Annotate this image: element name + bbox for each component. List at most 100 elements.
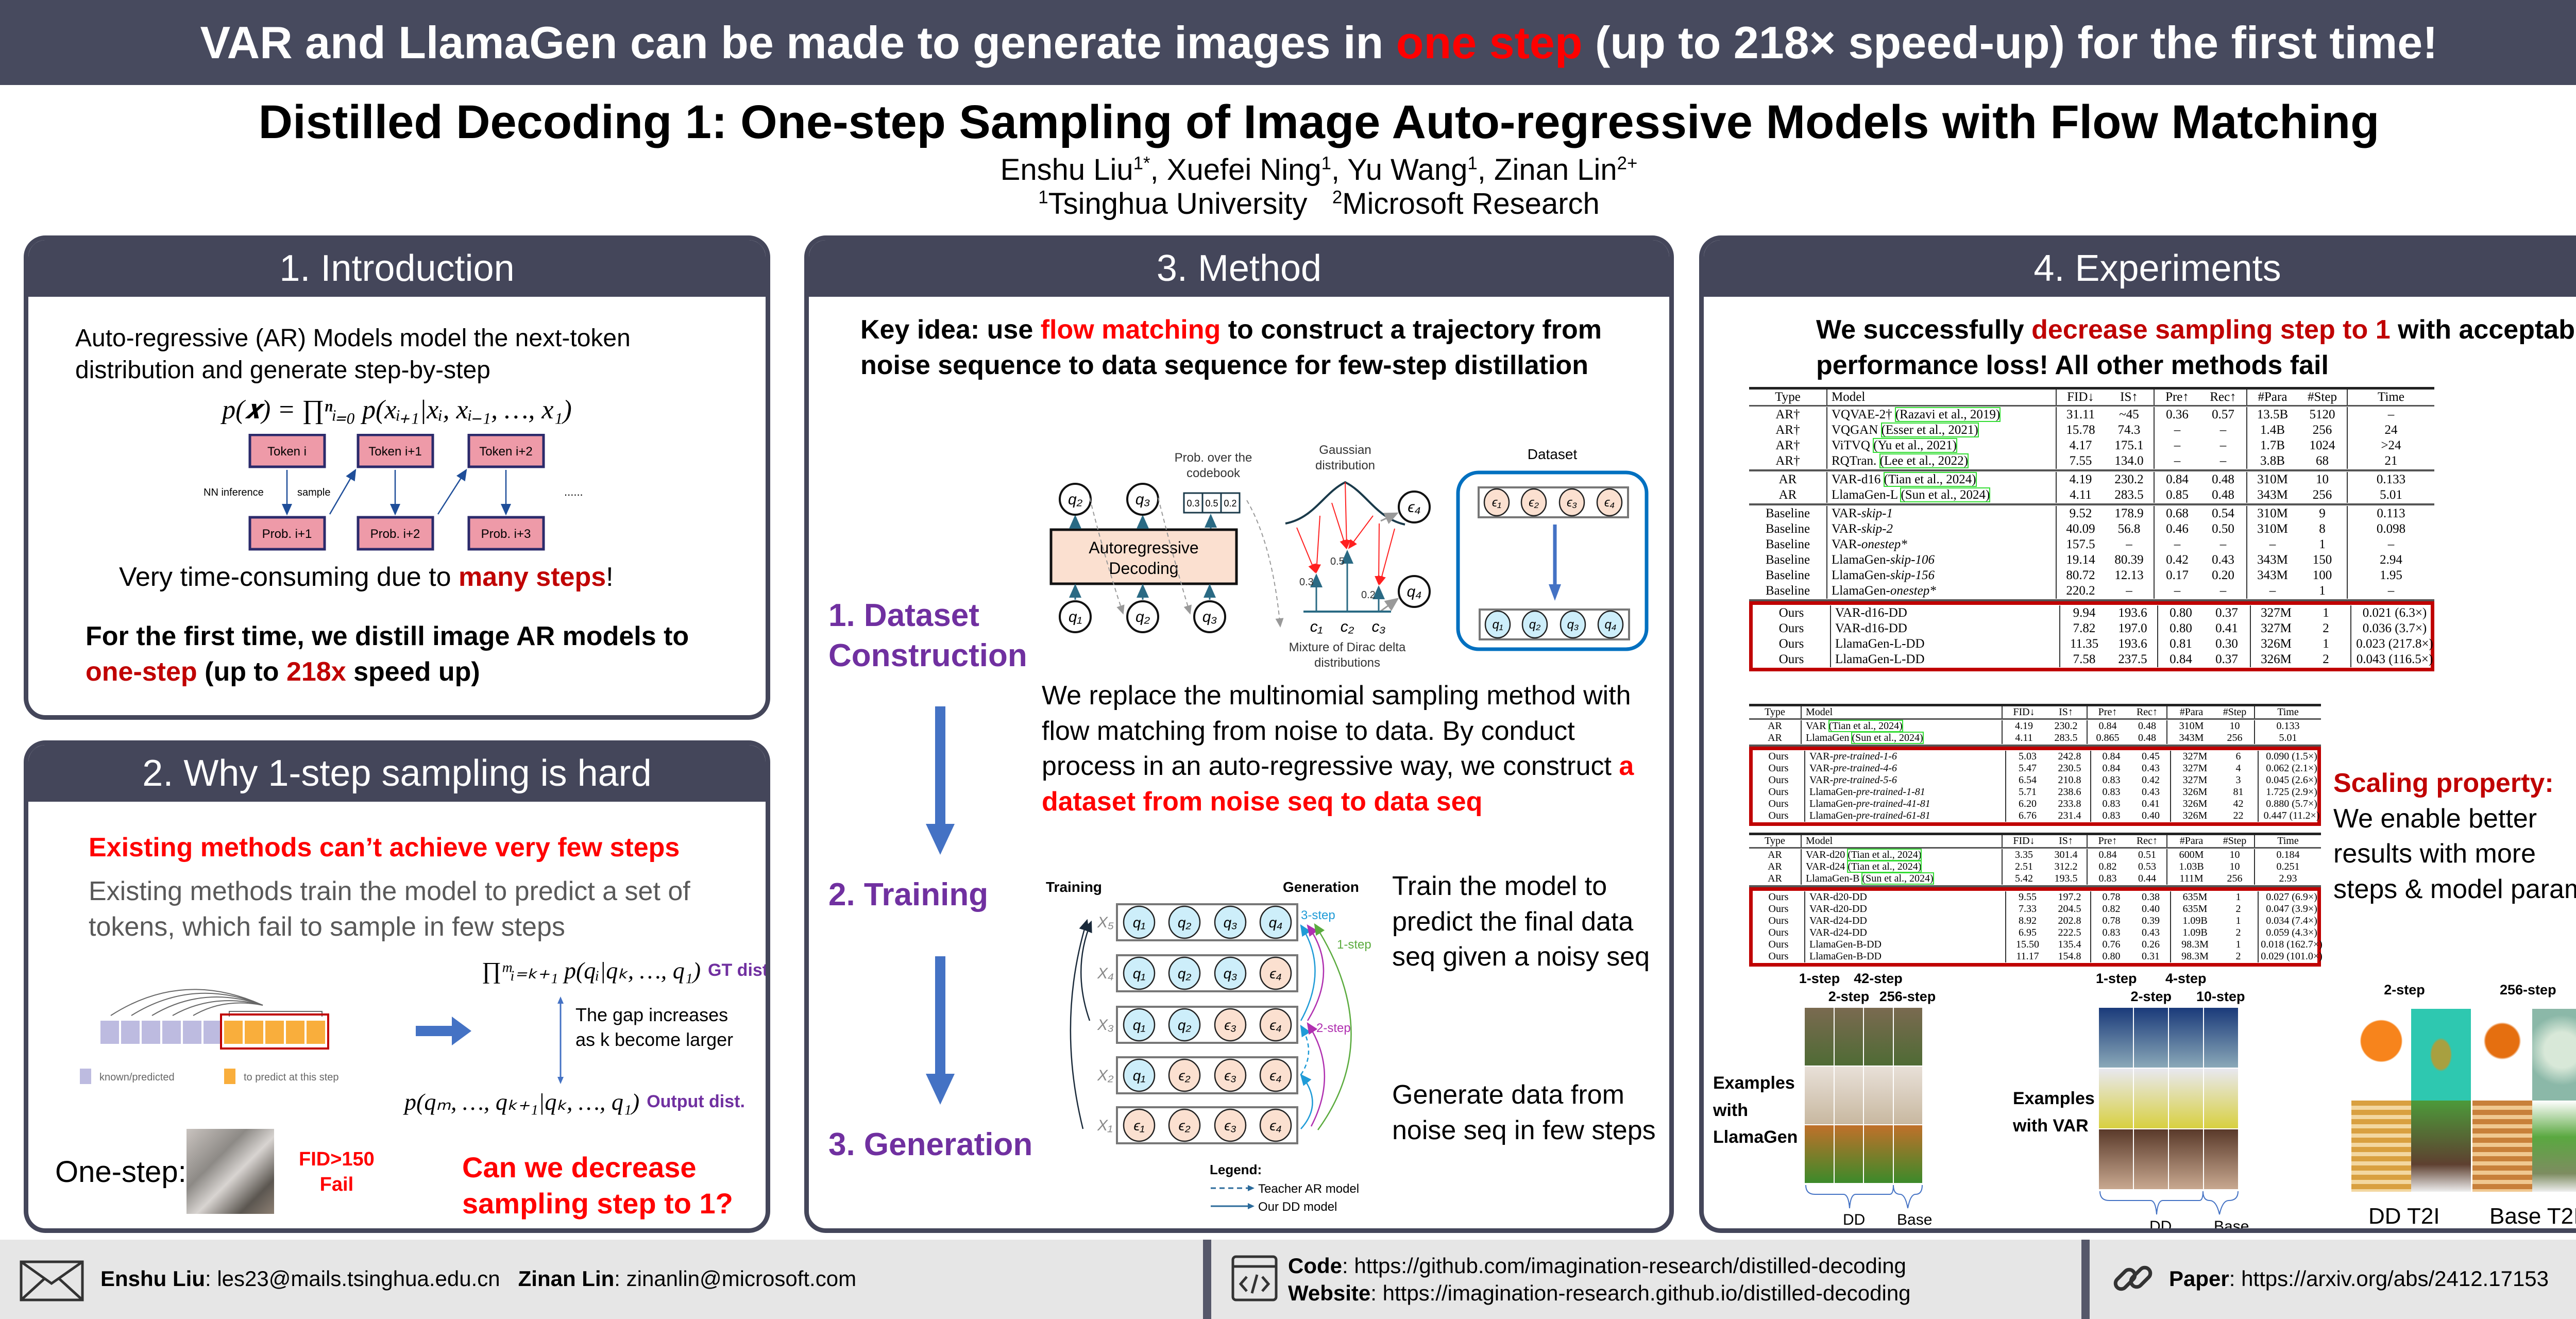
is-cell: 210.8 <box>2058 774 2081 786</box>
recall-cell: 0.43 <box>2212 553 2234 567</box>
recall-cell: 0.43 <box>2142 763 2160 774</box>
time-cell: 0.880 (5.7×) <box>2258 798 2325 810</box>
type-cell: Ours <box>1768 927 1789 938</box>
is-cell: 197.2 <box>2058 891 2081 903</box>
citation: (Sun et al., 2024) <box>1900 487 1991 502</box>
model-cell: VAR-d20 (Tian et al., 2024) <box>1801 849 2002 861</box>
is-cell: 193.5 <box>2054 873 2078 884</box>
params-cell: 327M <box>2250 605 2301 621</box>
is-cell: 283.5 <box>2054 732 2078 743</box>
params-cell: 3.8B <box>2246 453 2298 469</box>
data-token-node <box>1123 1058 1156 1092</box>
steps-cell: 256 <box>2312 488 2332 502</box>
email-link[interactable]: : zinanlin@microsoft.com <box>614 1266 857 1291</box>
recall-cell: – <box>2219 584 2227 598</box>
prob-label: Prob. over the <box>1175 451 1252 465</box>
precision-cell: 0.83 <box>2090 786 2131 798</box>
type-cell: Baseline <box>1765 553 1810 567</box>
noise-token-node <box>1259 1058 1292 1092</box>
legend-predict-swatch <box>224 1069 235 1084</box>
mixture-label: distributions <box>1314 656 1380 670</box>
gaussian-label: distribution <box>1315 459 1375 472</box>
q-node: q₃ <box>1136 491 1150 508</box>
type-cell: AR† <box>1775 408 1800 421</box>
precision-cell: 0.46 <box>2154 521 2200 537</box>
ar-label: Decoding <box>1109 559 1178 578</box>
three-step-label: 3-step <box>1301 908 1335 922</box>
paper-link[interactable]: : https://arxiv.org/abs/2412.17153 <box>2229 1266 2549 1291</box>
steps-cell: 3 <box>2235 774 2241 786</box>
highlight: a dataset from noise seq to data seq <box>1042 751 1634 817</box>
recall-cell: 0.53 <box>2138 861 2156 872</box>
is-cell: 230.5 <box>2058 763 2081 774</box>
params-cell: – <box>2246 537 2298 552</box>
author-affil: 1 <box>1467 153 1478 174</box>
is-cell: 204.5 <box>2058 903 2081 915</box>
time-cell: >24 <box>2347 438 2434 453</box>
precision-cell: 0.84 <box>2154 472 2200 487</box>
steps-cell: 1 <box>2323 637 2329 651</box>
fid-cell: 4.19 <box>2002 720 2045 732</box>
step-training: 2. Training <box>828 877 989 912</box>
code-link[interactable]: : https://github.com/imagination-researc… <box>1342 1254 1906 1278</box>
fid-cell: 7.82 <box>2059 621 2108 636</box>
website-link[interactable]: : https://imagination-research.github.io… <box>1370 1280 1911 1305</box>
params-cell: 13.5B <box>2246 407 2298 422</box>
gap-text: The gap increases as k become larger <box>575 1004 734 1050</box>
codebook-entry: c₂ <box>1341 618 1354 635</box>
highlight: many steps <box>459 562 606 592</box>
column-header: Pre↑ <box>2087 706 2128 718</box>
brace-icon <box>2099 1191 2239 1215</box>
type-cell: AR <box>1778 488 1797 502</box>
row-label: X₁ <box>1097 1117 1112 1134</box>
author-affil: 1* <box>1133 153 1150 174</box>
precision-cell: 0.82 <box>2090 903 2131 915</box>
model-cell: VAR-d24-DD <box>1804 927 2005 939</box>
dd-t2i-label: DD T2I <box>2368 1204 2440 1229</box>
model-variant: pre-trained-1-6 <box>1833 751 1897 762</box>
column-header: Model <box>1826 390 2056 405</box>
column-header: Time <box>2347 390 2434 405</box>
fid-cell: 80.72 <box>2056 568 2105 583</box>
token-label: ϵ₄ <box>1269 966 1282 982</box>
email-link[interactable]: : les23@mails.tsinghua.edu.cn <box>205 1266 500 1291</box>
recall-cell: – <box>2219 423 2227 437</box>
recall-cell: 0.50 <box>2212 522 2234 536</box>
type-cell: Baseline <box>1765 522 1810 536</box>
params-cell: 343M <box>2246 568 2298 583</box>
steps-cell: 256 <box>2312 423 2332 437</box>
is-cell: 230.2 <box>2054 720 2078 732</box>
eps-node: ϵ₁ <box>1492 496 1501 510</box>
gt-dist-label: GT dist. <box>708 960 770 980</box>
params-cell: 327M <box>2170 774 2219 786</box>
noise-token-node <box>1259 1108 1292 1142</box>
time-cell: 0.036 (3.7×) <box>2350 621 2438 636</box>
step-generation: 3. Generation <box>828 1127 1033 1162</box>
affil-num: 1 <box>1038 187 1048 208</box>
fid-cell: 4.19 <box>2056 472 2105 487</box>
token-label: Token i <box>267 445 307 459</box>
precision-cell: 0.78 <box>2090 891 2131 903</box>
is-cell: 230.2 <box>2114 472 2144 486</box>
sample-image <box>2204 1129 2238 1189</box>
fid-cell: 6.20 <box>2005 798 2049 810</box>
fid-cell: 11.35 <box>2059 636 2108 652</box>
column-header: IS↑ <box>2120 390 2138 404</box>
time-cell: 24 <box>2347 422 2434 438</box>
params-cell: 326M <box>2250 652 2301 667</box>
recall-cell: 0.41 <box>2215 621 2238 635</box>
token-label: ϵ₄ <box>1269 1118 1282 1134</box>
